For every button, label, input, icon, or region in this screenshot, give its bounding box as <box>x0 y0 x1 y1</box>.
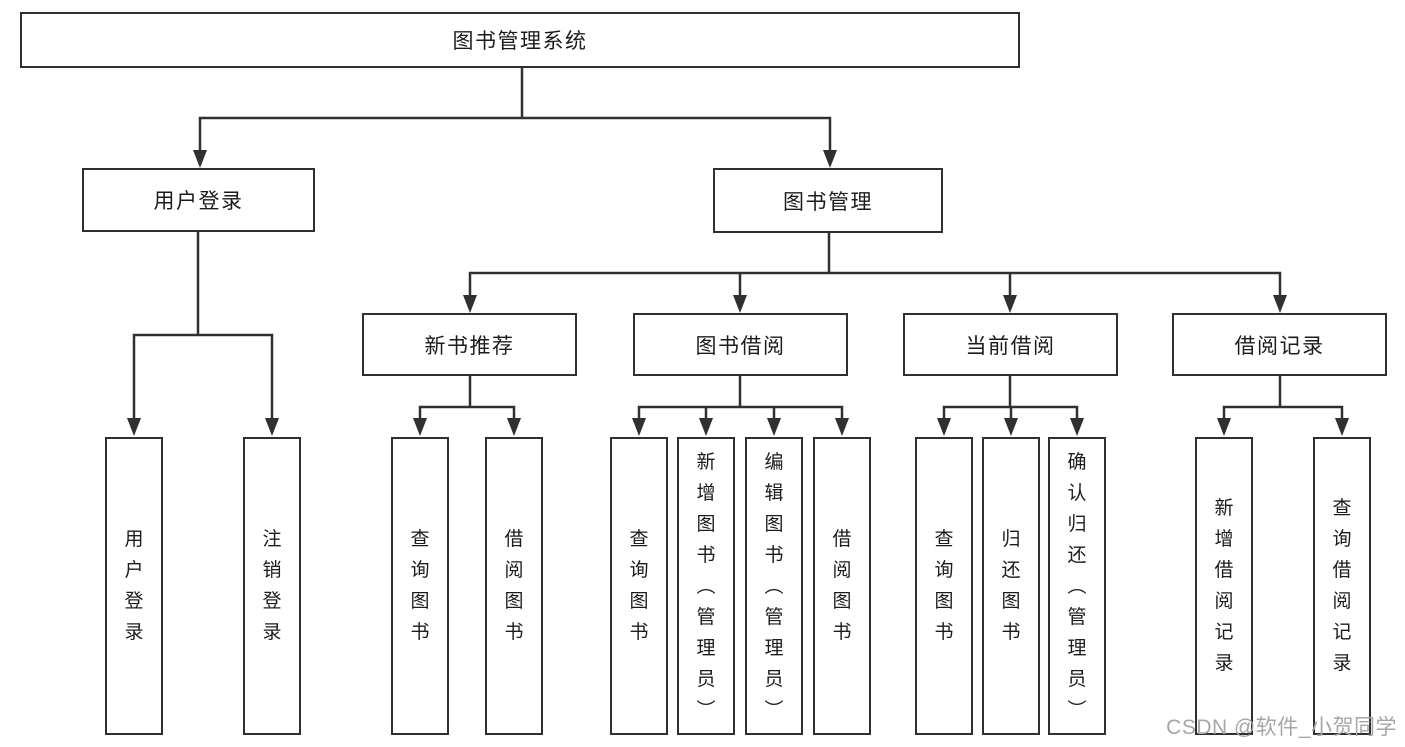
node-label: 查询图书 <box>410 529 430 643</box>
node-user-login: 用户登录 <box>105 437 163 735</box>
node-logout: 注销登录 <box>243 437 301 735</box>
node-label: 借阅图书 <box>832 529 852 643</box>
node-label: 查询借阅记录 <box>1332 498 1352 674</box>
node-confirm-return-admin: 确认归还︵管理员︶ <box>1048 437 1106 735</box>
node-label: 借阅记录 <box>1234 334 1325 358</box>
node-book-borrowing: 图书借阅 <box>633 313 848 376</box>
node-query-books: 查询图书 <box>610 437 668 735</box>
node-label: 新书推荐 <box>424 334 515 358</box>
node-edit-books-admin: 编辑图书︵管理员︶ <box>745 437 803 735</box>
node-query-borrow-record: 查询借阅记录 <box>1313 437 1371 735</box>
node-label: 确认归还︵管理员︶ <box>1067 451 1087 721</box>
node-borrowing-records: 借阅记录 <box>1172 313 1387 376</box>
node-new-book-recommendation: 新书推荐 <box>362 313 577 376</box>
node-add-books-admin: 新增图书︵管理员︶ <box>677 437 735 735</box>
node-label: 归还图书 <box>1001 529 1021 643</box>
node-label: 图书管理 <box>783 190 873 214</box>
node-query-books: 查询图书 <box>915 437 973 735</box>
node-label: 查询图书 <box>629 529 649 643</box>
node-label: 借阅图书 <box>504 529 524 643</box>
node-label: 用户登录 <box>124 529 144 643</box>
node-label: 用户登录 <box>153 190 244 213</box>
node-label: 查询图书 <box>934 529 954 643</box>
node-label: 图书管理系统 <box>452 30 588 53</box>
node-label: 新增借阅记录 <box>1214 498 1234 674</box>
node-return-books: 归还图书 <box>982 437 1040 735</box>
node-label: 新增图书︵管理员︶ <box>696 451 716 721</box>
node-borrow-books: 借阅图书 <box>813 437 871 735</box>
node-label: 编辑图书︵管理员︶ <box>764 451 784 721</box>
node-query-books: 查询图书 <box>391 437 449 735</box>
csdn-watermark: CSDN @软件_小贺同学 <box>1166 716 1397 739</box>
node-borrow-books: 借阅图书 <box>485 437 543 735</box>
node-label: 当前借阅 <box>965 334 1056 358</box>
node-book-management: 图书管理 <box>713 168 943 233</box>
arrowheads <box>127 150 1349 436</box>
node-user-login-group: 用户登录 <box>82 168 315 232</box>
node-label: 图书借阅 <box>695 334 786 358</box>
node-label: 注销登录 <box>262 529 282 643</box>
node-current-borrowing: 当前借阅 <box>903 313 1118 376</box>
node-library-management-system: 图书管理系统 <box>20 12 1020 68</box>
node-add-borrow-record: 新增借阅记录 <box>1195 437 1253 735</box>
